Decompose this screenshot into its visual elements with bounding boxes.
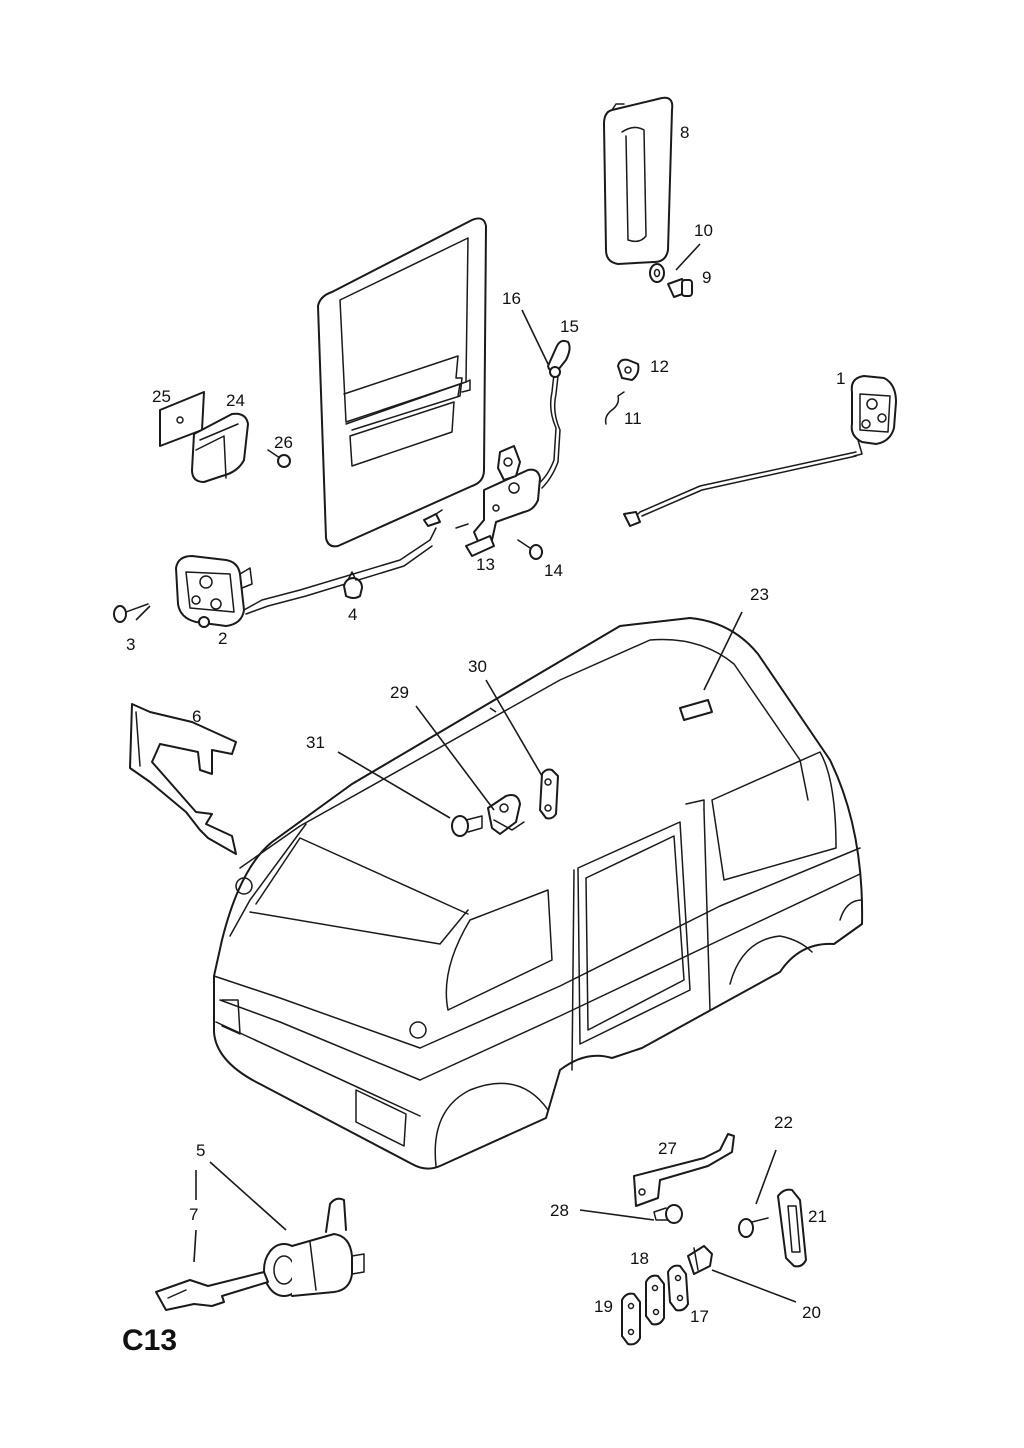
callout-27: 27 <box>658 1139 677 1158</box>
part-27-bracket <box>633 1133 735 1207</box>
part-14-bolt <box>517 539 543 560</box>
part-9-screw <box>667 278 693 298</box>
part-3-screw <box>113 603 149 623</box>
callout-5: 5 <box>196 1141 205 1160</box>
callout-17: 17 <box>690 1307 709 1326</box>
part-10-washer <box>649 263 665 283</box>
callout-11: 11 <box>624 409 642 428</box>
part-20-bolt <box>687 1245 713 1275</box>
callout-6: 6 <box>192 707 201 726</box>
van-body <box>213 617 864 1170</box>
callout-1: 1 <box>836 369 845 388</box>
callout-22: 22 <box>774 1113 793 1132</box>
callout-8: 8 <box>680 123 689 142</box>
part-5-lock-cylinder <box>263 1197 365 1297</box>
callout-25: 25 <box>152 387 171 406</box>
callout-30: 30 <box>468 657 487 676</box>
callout-31: 31 <box>306 733 325 752</box>
callout-14: 14 <box>544 561 563 580</box>
part-6-bracket <box>129 703 237 855</box>
callout-16: 16 <box>502 289 521 308</box>
part-24-bracket <box>191 412 249 483</box>
callout-12: 12 <box>650 357 669 376</box>
part-29-bracket <box>487 794 525 835</box>
callout-26: 26 <box>274 433 293 452</box>
callout-4: 4 <box>348 605 357 624</box>
part-22-screw <box>738 1217 769 1238</box>
part-4-clip <box>343 571 363 599</box>
callout-3: 3 <box>126 635 135 654</box>
part-7-key <box>155 1271 269 1311</box>
part-21-striker-plate <box>777 1188 807 1268</box>
callout-24: 24 <box>226 391 245 410</box>
door-rod-connector <box>423 509 443 527</box>
callout-19: 19 <box>594 1297 613 1316</box>
callout-labels: 1 2 3 4 5 6 7 8 9 10 11 12 13 14 15 16 1… <box>126 123 845 1326</box>
callout-18: 18 <box>630 1249 649 1268</box>
leader-lines <box>135 243 797 1303</box>
part-28-bolt <box>653 1204 683 1224</box>
part-11-spring <box>604 391 625 425</box>
part-18-plate <box>645 1274 665 1326</box>
part-12-clip <box>617 358 640 381</box>
callout-10: 10 <box>694 221 713 240</box>
part-15-knob <box>547 339 571 378</box>
part-30-plate <box>539 768 559 820</box>
page-code: C13 <box>122 1324 177 1357</box>
callout-13: 13 <box>476 555 495 574</box>
part-31-bolt <box>451 815 483 837</box>
part-13-control-bracket <box>455 445 541 557</box>
part-8-door-handle <box>603 96 674 265</box>
callout-29: 29 <box>390 683 409 702</box>
callout-28: 28 <box>550 1201 569 1220</box>
callout-7: 7 <box>189 1205 198 1224</box>
callout-9: 9 <box>702 268 711 287</box>
part-19-plate <box>621 1292 641 1346</box>
part-23-roof-part <box>679 699 713 721</box>
part-26-bolt <box>267 449 291 468</box>
part-1-rear-lock <box>623 375 897 527</box>
callout-21: 21 <box>808 1207 827 1226</box>
sliding-door-panel <box>317 217 487 548</box>
callout-2: 2 <box>218 629 227 648</box>
part-17-plate <box>667 1264 689 1312</box>
callout-20: 20 <box>802 1303 821 1322</box>
part-2-front-lock <box>175 527 437 628</box>
callout-23: 23 <box>750 585 769 604</box>
part-16-cable <box>537 373 561 489</box>
callout-15: 15 <box>560 317 579 336</box>
